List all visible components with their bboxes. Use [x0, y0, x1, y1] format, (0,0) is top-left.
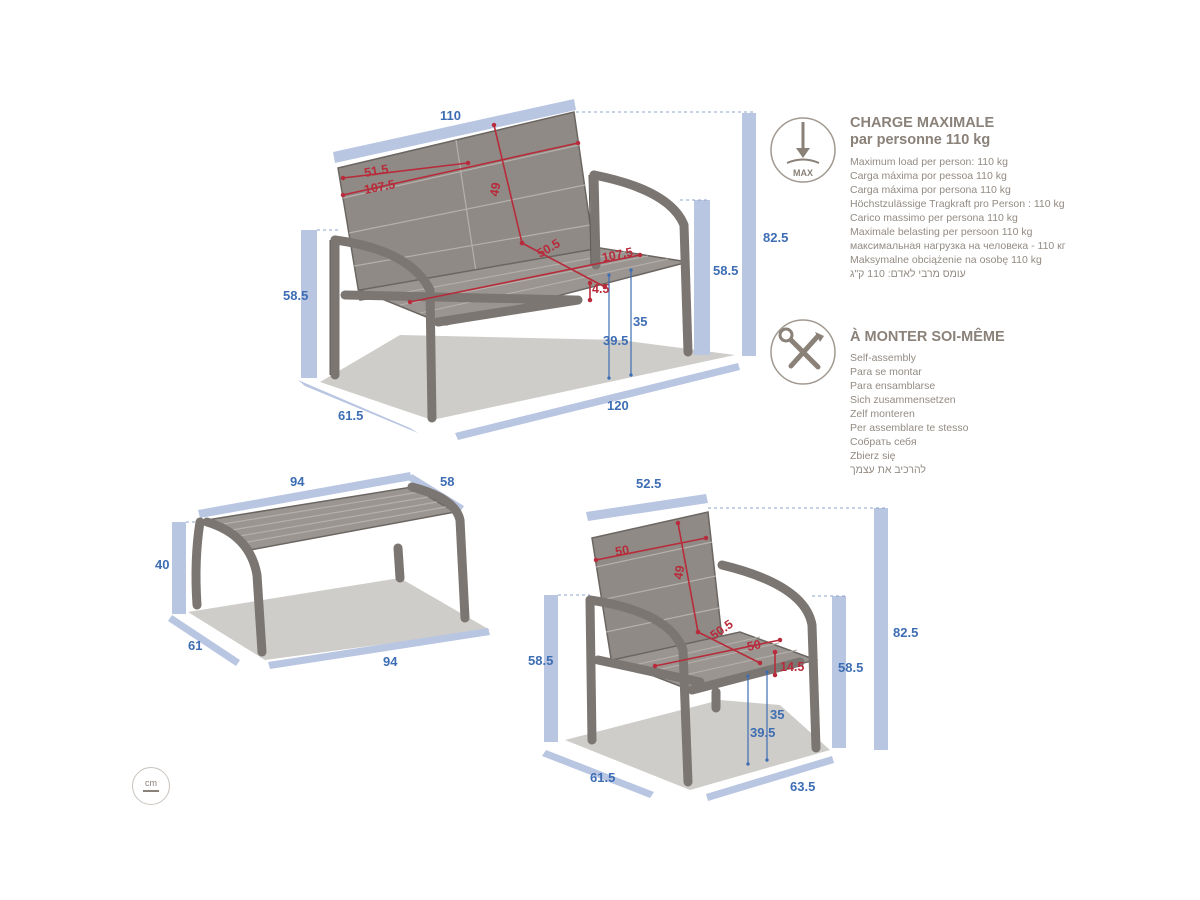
- chair-floor: [565, 700, 830, 790]
- sofa-seat-height-front-label: 39.5: [603, 333, 628, 348]
- assembly-line: Para ensamblarse: [850, 380, 936, 392]
- sofa-seat-width-back-label: 107.5: [363, 177, 396, 197]
- chair-seat-width-back-label: 50: [614, 543, 630, 559]
- max-load-line: Maximum load per person: 110 kg: [850, 156, 1008, 168]
- chair-height-left-band: [544, 595, 558, 742]
- sofa-depth-label: 61.5: [338, 408, 363, 423]
- chair-seat-height-label: 35: [770, 707, 784, 722]
- sofa-height-right-band: [694, 200, 710, 355]
- max-load-line: Maksymalne obciążenie na osobę 110 kg: [850, 254, 1042, 266]
- table-length-top-band: [198, 472, 412, 518]
- chair-total-height-label: 82.5: [893, 625, 918, 640]
- sofa-arm-height-right-label: 58.5: [713, 263, 738, 278]
- max-load-icon: MAX: [770, 117, 836, 183]
- chair-total-height-band: [874, 508, 888, 750]
- chair-drawing: 52.5 50 49 50.5 50 14.5 58.5 58.5 82.5 3…: [528, 476, 918, 801]
- sofa-width-top-label: 110: [440, 108, 461, 123]
- sofa-width-band: [455, 363, 740, 440]
- max-load-line: Carico massimo per persona 110 kg: [850, 212, 1018, 224]
- assembly-title: À MONTER SOI-MÊME: [850, 329, 1005, 345]
- table-width-top-label: 58: [440, 474, 454, 489]
- assembly-line: Собрать себя: [850, 436, 917, 448]
- max-badge-label: MAX: [793, 168, 813, 178]
- tools-icon: [770, 319, 836, 385]
- sofa-seat-width-front-label: 107.5: [601, 245, 635, 265]
- chair-seat-height-front-label: 39.5: [750, 725, 775, 740]
- sofa-total-height-band: [742, 113, 756, 356]
- max-load-title-1: CHARGE MAXIMALE: [850, 115, 995, 131]
- chair-depth-label: 61.5: [590, 770, 615, 785]
- table-length-top-label: 94: [290, 474, 305, 489]
- assembly-line: Per assemblare te stesso: [850, 422, 969, 434]
- sofa-floor: [320, 335, 735, 420]
- assembly-line: Sich zusammensetzen: [850, 394, 956, 406]
- max-load-title-2: par personne 110 kg: [850, 132, 991, 148]
- chair-height-right-band: [832, 596, 846, 748]
- max-load-info: CHARGE MAXIMALE par personne 110 kg Maxi…: [850, 115, 1066, 281]
- table-length-label: 94: [383, 654, 398, 669]
- sofa-arm-height-left-label: 58.5: [283, 288, 308, 303]
- chair-width-band: [706, 756, 834, 801]
- sofa-height-left-band: [301, 230, 317, 378]
- chair-width-top-band: [586, 494, 708, 521]
- chair-width-label: 63.5: [790, 779, 815, 794]
- chair-depth-band: [542, 750, 654, 798]
- chair-seat-gap-label: 14.5: [780, 660, 804, 674]
- unit-badge: cm: [132, 767, 170, 805]
- sofa-back-height-label: 49: [487, 181, 503, 197]
- sofa-total-height-label: 82.5: [763, 230, 788, 245]
- chair-arm-height-left-label: 58.5: [528, 653, 553, 668]
- sofa-seat-height-label: 35: [633, 314, 647, 329]
- table-depth-label: 61: [188, 638, 202, 653]
- table-height-band: [172, 522, 186, 614]
- table-depth-band: [168, 615, 240, 666]
- chair-seat-width-front-label: 50: [746, 637, 763, 654]
- assembly-line: Zbierz się: [850, 450, 896, 462]
- sofa-drawing: 110 51.5 107.5 49 50.5 107.5 4.5 58.5 58…: [283, 99, 788, 440]
- assembly-line: להרכיב את עצמך: [850, 464, 926, 476]
- ruler-icon: [143, 790, 159, 792]
- sofa-width-label: 120: [607, 398, 629, 413]
- max-load-line: максимальная нагрузка на человека - 110 …: [850, 240, 1066, 252]
- max-load-line: עומס מרבי לאדם: 110 ק"ג: [850, 268, 966, 280]
- sofa-seat-gap-label: 4.5: [592, 282, 609, 296]
- chair-back-height-label: 49: [671, 564, 687, 580]
- assembly-line: Self-assembly: [850, 352, 916, 364]
- chair-width-top-label: 52.5: [636, 476, 661, 491]
- table-drawing: 94 58 40 61 94: [155, 472, 490, 669]
- table-length-band: [268, 628, 490, 669]
- unit-label: cm: [145, 778, 157, 788]
- table-height-label: 40: [155, 557, 169, 572]
- assembly-line: Zelf monteren: [850, 408, 915, 420]
- table-floor: [188, 578, 490, 660]
- max-load-line: Carga máxima por persona 110 kg: [850, 184, 1011, 196]
- sofa-depth-band: [298, 380, 418, 433]
- max-load-line: Carga máxima por pessoa 110 kg: [850, 170, 1007, 182]
- assembly-line: Para se montar: [850, 366, 922, 378]
- sofa-seat-width-small-label: 51.5: [363, 162, 389, 180]
- max-load-line: Maximale belasting per persoon 110 kg: [850, 226, 1033, 238]
- chair-arm-height-right-label: 58.5: [838, 660, 863, 675]
- max-load-line: Höchstzulässige Tragkraft pro Person : 1…: [850, 198, 1065, 210]
- assembly-info: À MONTER SOI-MÊME Self-assembly Para se …: [850, 329, 1005, 477]
